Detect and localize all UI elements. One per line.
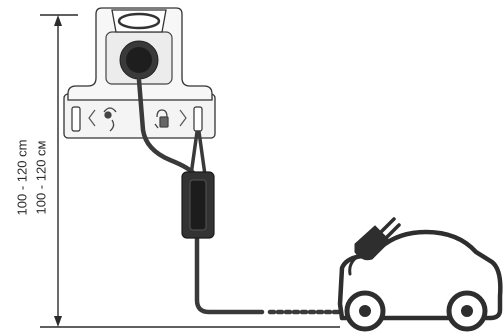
right-indicator-slot	[193, 106, 203, 132]
cable-loop-right	[197, 130, 207, 177]
electric-car	[337, 217, 503, 332]
dimension-label-line-1: 100 - 120 cm	[14, 139, 30, 216]
cable-loop-left	[189, 130, 199, 177]
cable-to-vehicle	[194, 235, 265, 315]
electric-plug-icon	[348, 217, 401, 276]
chevron-right-icon	[179, 109, 187, 127]
charging-cable	[136, 77, 343, 315]
plug-face	[126, 47, 152, 73]
in-cable-control-box	[181, 171, 215, 239]
closed-padlock-icon	[154, 109, 169, 129]
height-dimension	[40, 14, 340, 328]
dimension-arrow-bottom	[54, 316, 62, 327]
control-box-panel	[189, 179, 207, 231]
lid-ring	[117, 12, 161, 30]
dimension-arrow-top	[54, 15, 62, 26]
dimension-label-line-2: 100 - 120 см	[33, 140, 49, 215]
car-rear-hub	[461, 305, 473, 317]
left-indicator-slot	[71, 106, 81, 132]
car-front-hub	[359, 305, 371, 317]
chevron-left-icon	[88, 109, 96, 127]
open-padlock-icon	[103, 107, 117, 132]
wall-charging-station	[63, 7, 216, 139]
